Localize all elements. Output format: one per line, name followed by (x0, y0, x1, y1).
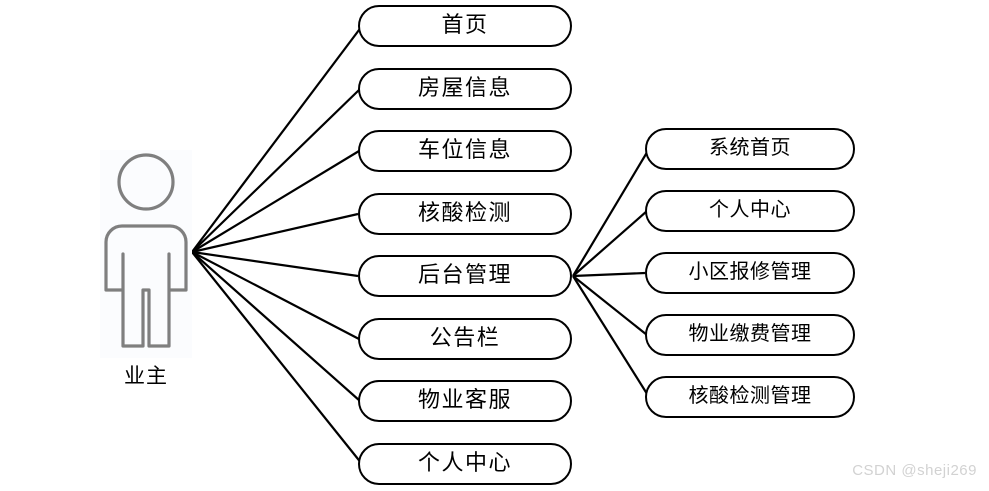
usecase-gonggaolan[interactable]: 公告栏 (358, 318, 572, 360)
usecase-houtaiguanli[interactable]: 后台管理 (358, 255, 572, 297)
usecase-shouye[interactable]: 首页 (358, 5, 572, 47)
connector-houtai-to-xitongshouye (572, 148, 650, 277)
usecase-hesuanjiance[interactable]: 核酸检测 (358, 193, 572, 235)
connector-actor-to-wuyekefu (191, 251, 361, 402)
actor-label: 业主 (124, 364, 168, 388)
connector-actor-to-gonggaolan (191, 251, 360, 340)
connector-actor-to-hesuanjiance (191, 212, 359, 254)
usecase-label: 核酸检测管理 (688, 385, 812, 407)
connector-houtai-to-wuyejiaofei (572, 275, 648, 336)
connector-actor-to-fangwuxinxi (191, 88, 361, 253)
connector-actor-to-shouye (191, 25, 363, 253)
usecase-gerenzhongxin-admin[interactable]: 个人中心 (645, 190, 855, 232)
usecase-xiaoqubaoxiuguanli[interactable]: 小区报修管理 (645, 252, 855, 294)
usecase-fangwuxinxi[interactable]: 房屋信息 (358, 68, 572, 110)
actor-to-usecase-lines (191, 25, 363, 465)
houtaiguanli-to-submodule-lines (572, 148, 650, 398)
usecase-label: 公告栏 (429, 325, 501, 350)
usecase-cheweixinxi[interactable]: 车位信息 (358, 130, 572, 172)
connector-houtai-to-xiaoqubaoxiu (572, 271, 646, 278)
usecase-wuyejiaofeiguanli[interactable]: 物业缴费管理 (645, 314, 855, 356)
connector-actor-to-cheweixinxi (191, 150, 360, 253)
usecase-label: 核酸检测 (417, 200, 512, 225)
usecase-label: 首页 (441, 12, 489, 37)
person-actor-icon (100, 150, 192, 358)
usecase-label: 物业缴费管理 (688, 323, 812, 345)
usecase-label: 小区报修管理 (688, 261, 812, 283)
connector-houtai-to-hesuanjiance (572, 275, 650, 398)
connector-actor-to-houtaiguanli (191, 250, 359, 278)
usecase-label: 个人中心 (417, 450, 512, 475)
actor-backdrop (100, 150, 192, 358)
usecase-hesuanjianceguanli[interactable]: 核酸检测管理 (645, 376, 855, 418)
connector-actor-to-gerenzhongxin (191, 251, 363, 465)
watermark: CSDN @sheji269 (852, 462, 977, 479)
usecase-label: 车位信息 (417, 137, 512, 162)
usecase-gerenzhongxin[interactable]: 个人中心 (358, 443, 572, 485)
usecase-label: 物业客服 (417, 387, 512, 412)
usecase-label: 后台管理 (417, 262, 512, 287)
usecase-label: 系统首页 (709, 137, 791, 159)
usecase-wuyekefu[interactable]: 物业客服 (358, 380, 572, 422)
usecase-xitongshouye[interactable]: 系统首页 (645, 128, 855, 170)
usecase-label: 房屋信息 (417, 75, 512, 100)
usecase-label: 个人中心 (709, 199, 791, 221)
connector-houtai-to-gerenzhongxin (572, 210, 648, 277)
